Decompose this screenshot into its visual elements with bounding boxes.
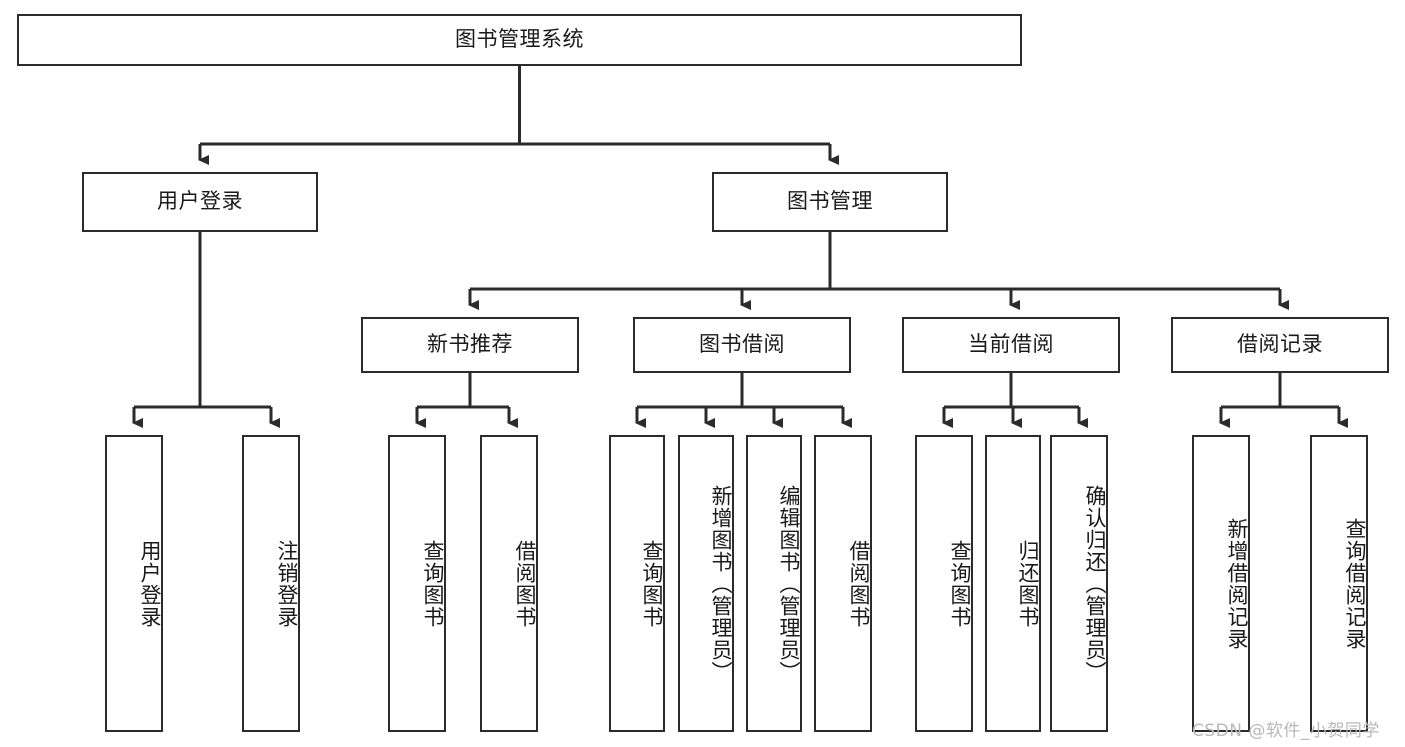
node-label: 查询借阅记录 (1343, 517, 1367, 650)
node-book-borrow[interactable]: 图书借阅 (633, 317, 851, 373)
node-user-login[interactable]: 用户登录 (82, 172, 318, 232)
node-label: 新增图书（管理员） (709, 484, 733, 683)
node-label: 当前借阅 (968, 332, 1054, 357)
node-leaf-query-rec[interactable]: 查询借阅记录 (1310, 435, 1368, 732)
node-label: 归还图书 (1016, 539, 1040, 628)
node-current-borrow[interactable]: 当前借阅 (902, 317, 1120, 373)
node-label: 查询图书 (640, 539, 664, 628)
node-leaf-query-1[interactable]: 查询图书 (388, 435, 446, 732)
node-label: 借阅图书 (847, 539, 871, 628)
node-label: 用户登录 (138, 539, 162, 628)
node-leaf-query-3[interactable]: 查询图书 (915, 435, 973, 732)
node-leaf-borrow-1[interactable]: 借阅图书 (480, 435, 538, 732)
node-label: 查询图书 (948, 539, 972, 628)
node-label: 图书借阅 (699, 332, 785, 357)
node-label: 用户登录 (157, 189, 243, 214)
node-leaf-borrow-2[interactable]: 借阅图书 (814, 435, 872, 732)
node-leaf-confirm[interactable]: 确认归还（管理员） (1050, 435, 1108, 732)
node-leaf-add-book[interactable]: 新增图书（管理员） (678, 435, 734, 732)
node-root[interactable]: 图书管理系统 (17, 14, 1022, 66)
node-label: 注销登录 (275, 539, 299, 628)
node-label: 新增借阅记录 (1225, 517, 1249, 650)
node-label: 图书管理系统 (455, 27, 584, 52)
node-leaf-edit-book[interactable]: 编辑图书（管理员） (746, 435, 802, 732)
node-new-book-rec[interactable]: 新书推荐 (361, 317, 579, 373)
node-label: 查询图书 (421, 539, 445, 628)
node-leaf-query-2[interactable]: 查询图书 (609, 435, 665, 732)
node-borrow-record[interactable]: 借阅记录 (1171, 317, 1389, 373)
node-leaf-user-login[interactable]: 用户登录 (105, 435, 163, 732)
node-label: 借阅图书 (513, 539, 537, 628)
node-label: 图书管理 (787, 189, 873, 214)
node-label: 编辑图书（管理员） (777, 484, 801, 683)
node-leaf-logout[interactable]: 注销登录 (242, 435, 300, 732)
node-label: 新书推荐 (427, 332, 513, 357)
node-leaf-add-rec[interactable]: 新增借阅记录 (1192, 435, 1250, 732)
node-label: 借阅记录 (1237, 332, 1323, 357)
node-leaf-return[interactable]: 归还图书 (985, 435, 1041, 732)
node-label: 确认归还（管理员） (1083, 484, 1107, 683)
node-book-manage[interactable]: 图书管理 (712, 172, 948, 232)
